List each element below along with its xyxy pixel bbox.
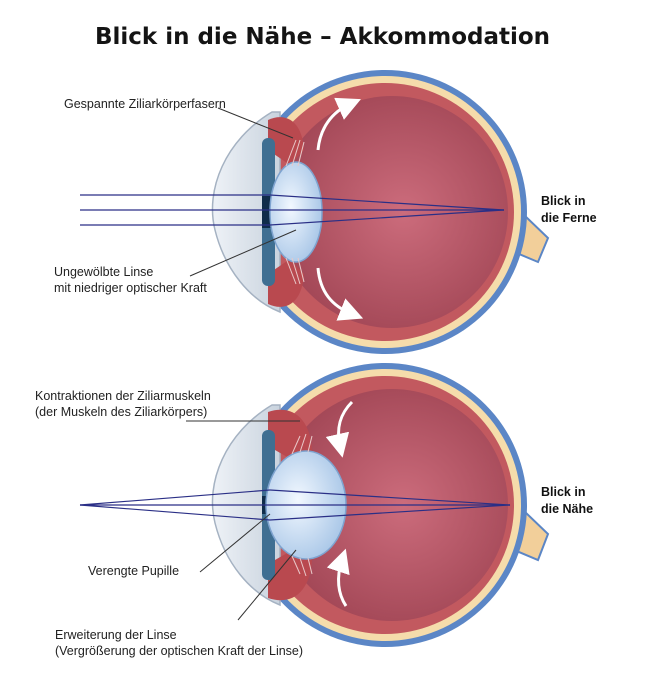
label-far-vision: Blick in die Ferne (541, 194, 597, 225)
contraction-arrow-lower (326, 548, 350, 607)
label-near-vision: Blick in die Nähe (541, 485, 594, 516)
light-rays-near (79, 489, 511, 521)
label-ciliary-contraction-line1: Kontraktionen der Ziliarmuskeln (35, 389, 211, 403)
ciliary-body-lower (268, 259, 304, 307)
label-flat-lens: Ungewölbte Linse mit niedriger optischer… (54, 264, 207, 296)
contraction-arrow-upper (325, 400, 354, 458)
leader-lens-bottom (237, 549, 297, 621)
label-ciliary-contraction: Kontraktionen der Ziliarmuskeln (der Mus… (35, 388, 211, 420)
tension-arrow-upper (316, 97, 361, 151)
label-flat-lens-line2: mit niedriger optischer Kraft (54, 281, 207, 295)
ciliary-body-upper (268, 117, 304, 165)
label-flat-lens-line1: Ungewölbte Linse (54, 265, 154, 279)
light-rays-far (80, 194, 505, 226)
vitreous-body (276, 96, 508, 328)
label-lens-expansion-line1: Erweiterung der Linse (55, 628, 177, 642)
top-eye (80, 70, 550, 354)
label-constricted-pupil: Verengte Pupille (88, 564, 180, 578)
zonule-fibers (291, 433, 313, 577)
leader-fibers (217, 107, 294, 139)
diagram-title: Blick in die Nähe – Akkommodation (94, 24, 551, 50)
label-ciliary-contraction-line2: (der Muskeln des Ziliarkörpers) (35, 405, 208, 419)
lens (269, 161, 323, 263)
leader-lens-top (189, 229, 297, 277)
bottom-eye (79, 363, 550, 647)
label-lens-expansion-line2: (Vergrößerung der optischen Kraft der Li… (55, 644, 304, 658)
label-lens-expansion: Erweiterung der Linse (Vergrößerung der … (55, 627, 303, 659)
zonule-fibers (285, 139, 305, 285)
label-tensed-ciliary-fibers: Gespannte Ziliarkörperfasern (64, 97, 226, 111)
leader-pupil (199, 513, 271, 573)
tension-arrow-lower (316, 267, 364, 321)
